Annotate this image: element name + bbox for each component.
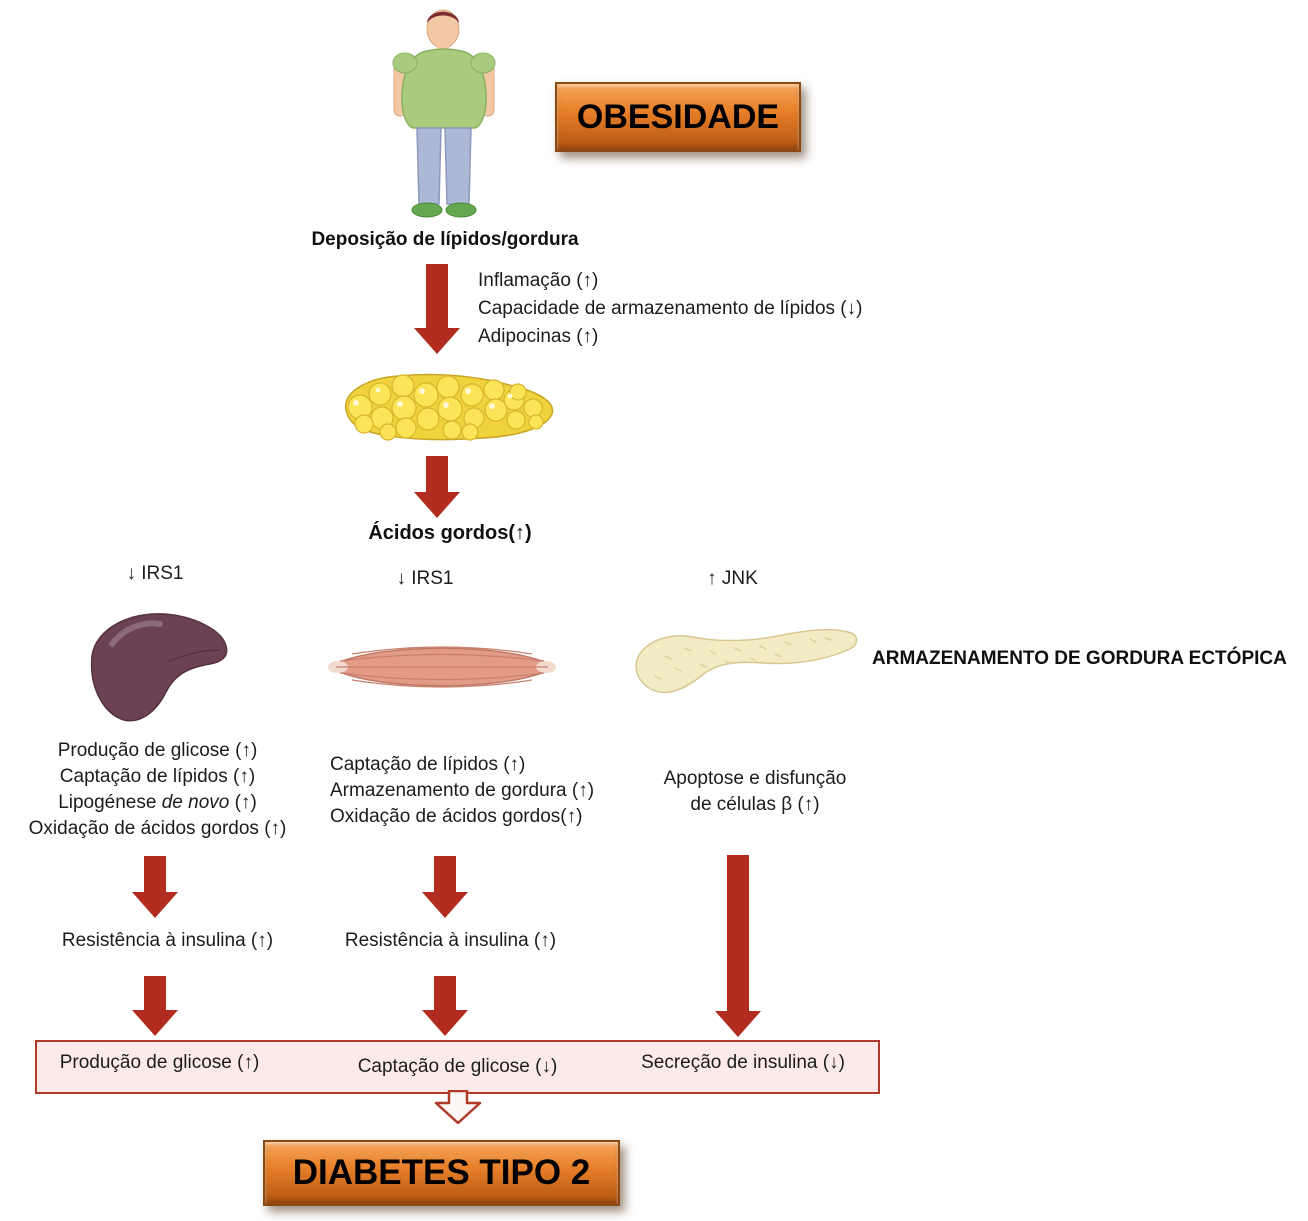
down-arrow-icon — [414, 264, 460, 354]
pancreas-effect-line: Apoptose e disfunção — [663, 768, 847, 789]
person-right-leg — [444, 127, 472, 205]
liver-outcome-label: Produção de glicose (↑) — [59, 1052, 260, 1073]
liver-effect-line: Produção de glicose (↑) — [57, 740, 258, 761]
obesidade-title-box: OBESIDADE — [555, 82, 801, 152]
fatty-acids-label: Ácidos gordos(↑) — [368, 522, 532, 544]
side-effect-line: Adipocinas (↑) — [478, 326, 599, 347]
liver-effect3-prefix: Lipogénese — [58, 792, 162, 813]
liver-effect-line: Lipogénese de novo (↑) — [5, 790, 310, 816]
pancreas-effect-line: de células β (↑) — [690, 794, 820, 815]
side-effect-line: Inflamação (↑) — [478, 270, 599, 291]
liver-effect3-italic: de novo — [161, 792, 230, 813]
liver-marker: ↓ IRS1 — [126, 563, 184, 584]
muscle-effects: Captação de lípidos (↑) Armazenamento de… — [330, 752, 640, 830]
person-left-sleeve — [392, 52, 418, 74]
liver-effect-line: Oxidação de ácidos gordos (↑) — [28, 818, 287, 839]
hollow-down-arrow-icon — [434, 1090, 482, 1124]
muscle-effect-line: Oxidação de ácidos gordos(↑) — [330, 806, 583, 827]
diabetes-title-text: DIABETES TIPO 2 — [292, 1153, 591, 1192]
muscle-resistance-label: Resistência à insulina (↑) — [344, 930, 557, 951]
ectopic-fat-label: ARMAZENAMENTO DE GORDURA ECTÓPICA — [872, 648, 1287, 669]
muscle-outcome-label: Captação de glicose (↓) — [357, 1056, 558, 1077]
obese-person-illustration — [392, 9, 496, 218]
down-arrow-icon — [132, 976, 178, 1036]
pancreas-marker: ↑ JNK — [707, 568, 758, 589]
down-arrow-icon — [132, 856, 178, 918]
diabetes-title-box: DIABETES TIPO 2 — [263, 1140, 620, 1206]
down-arrow-icon — [715, 855, 761, 1037]
adipose-tissue-icon — [344, 373, 554, 441]
side-effect-line: Capacidade de armazenamento de lípidos (… — [478, 298, 863, 319]
liver-effects: Produção de glicose (↑) Captação de lípi… — [5, 738, 310, 842]
liver-icon — [90, 613, 228, 722]
person-hair — [427, 11, 459, 23]
person-right-shoe — [445, 202, 477, 218]
person-left-leg — [416, 127, 442, 205]
person-right-sleeve — [470, 52, 496, 74]
liver-effect3-suffix: (↑) — [229, 792, 257, 813]
person-left-shoe — [411, 202, 443, 218]
person-shirt — [401, 48, 487, 129]
pancreas-outcome-label: Secreção de insulina (↓) — [641, 1052, 845, 1073]
person-caption: Deposição de lípidos/gordura — [311, 229, 579, 250]
down-arrow-icon — [422, 856, 468, 918]
pancreas-icon — [635, 628, 858, 694]
pancreas-effects: Apoptose e disfunção de células β (↑) — [630, 766, 880, 818]
side-effects-list: Inflamação (↑) Capacidade de armazenamen… — [478, 267, 862, 351]
muscle-effect-line: Armazenamento de gordura (↑) — [330, 780, 595, 801]
obesidade-title-text: OBESIDADE — [576, 97, 780, 136]
muscle-effect-line: Captação de lípidos (↑) — [330, 754, 526, 775]
muscle-icon — [328, 646, 556, 688]
liver-resistance-label: Resistência à insulina (↑) — [61, 930, 274, 951]
down-arrow-icon — [414, 456, 460, 518]
muscle-marker: ↓ IRS1 — [396, 568, 454, 589]
liver-effect-line: Captação de lípidos (↑) — [59, 766, 256, 787]
down-arrow-icon — [422, 976, 468, 1036]
